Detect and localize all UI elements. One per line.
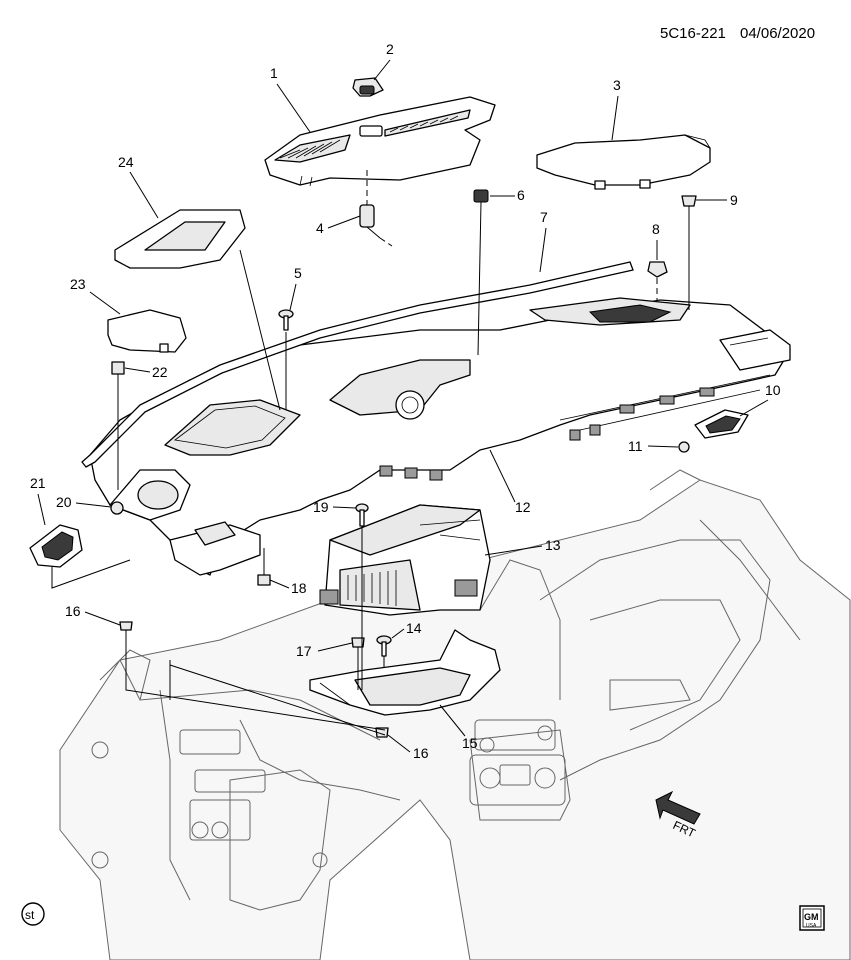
svg-text:5: 5 <box>294 265 302 281</box>
svg-text:USA: USA <box>806 923 817 929</box>
svg-text:16: 16 <box>413 745 429 761</box>
svg-text:4: 4 <box>316 220 324 236</box>
svg-text:20: 20 <box>56 494 72 510</box>
callout-23: 23 <box>70 276 121 315</box>
callout-19: 19 <box>313 499 357 515</box>
callout-3: 3 <box>611 77 621 141</box>
svg-text:17: 17 <box>296 643 312 659</box>
svg-text:18: 18 <box>291 580 307 596</box>
svg-text:23: 23 <box>70 276 86 292</box>
svg-text:3: 3 <box>613 77 621 93</box>
svg-text:1: 1 <box>270 65 278 81</box>
callout-18: 18 <box>269 579 307 596</box>
instrument-panel-upper-cover <box>536 134 711 190</box>
callout-14: 14 <box>391 620 422 639</box>
air-outlet-vent-right <box>694 409 749 439</box>
sensor-wire-harness <box>359 170 393 247</box>
hvac-module <box>319 504 491 616</box>
svg-text:11: 11 <box>628 438 643 454</box>
callout-16a: 16 <box>65 603 121 626</box>
callout-12: 12 <box>489 449 531 515</box>
callout-7: 7 <box>539 209 548 273</box>
svg-text:6: 6 <box>517 187 525 203</box>
assembly-leaders <box>125 201 482 736</box>
instrument-panel-carrier-ghost <box>59 469 851 960</box>
callout-13: 13 <box>484 537 561 556</box>
screw-19 <box>355 503 369 690</box>
svg-text:10: 10 <box>765 382 781 398</box>
diagram-code: 5C16-221 <box>660 25 726 42</box>
callout-24: 24 <box>118 154 159 219</box>
callout-15: 15 <box>439 704 478 751</box>
svg-text:13: 13 <box>545 537 561 553</box>
svg-text:19: 19 <box>313 499 329 515</box>
callout-11: 11 <box>628 438 679 454</box>
air-outlet-vent-left <box>29 524 131 589</box>
gm-logo: GM USA <box>799 905 825 931</box>
display-bezel <box>114 209 281 411</box>
push-nut <box>647 261 668 300</box>
callout-21: 21 <box>30 475 46 526</box>
svg-text:16: 16 <box>65 603 81 619</box>
screw-11 <box>678 441 690 453</box>
callout-6: 6 <box>490 187 525 203</box>
screw-20 <box>110 501 124 515</box>
center-stack-controls-ghost <box>179 719 566 841</box>
callout-22: 22 <box>124 364 168 380</box>
retainer-clip-16a <box>119 621 133 631</box>
svg-text:8: 8 <box>652 221 660 237</box>
svg-text:22: 22 <box>152 364 168 380</box>
svg-text:21: 21 <box>30 475 46 491</box>
svg-text:2: 2 <box>386 41 394 57</box>
callout-8: 8 <box>652 221 660 260</box>
cluster-end-cap <box>107 309 187 353</box>
callout-10: 10 <box>739 382 781 417</box>
retainer-clip-17 <box>351 637 365 690</box>
svg-text:24: 24 <box>118 154 134 170</box>
svg-text:12: 12 <box>515 499 531 515</box>
st-stamp: st <box>21 902 45 926</box>
callout-17: 17 <box>296 642 353 659</box>
callout-16b: 16 <box>387 734 429 761</box>
retainer-clip <box>473 189 489 203</box>
sunload-sensor <box>352 77 384 97</box>
defroster-grille-panel <box>264 96 496 187</box>
screw <box>278 309 294 410</box>
windshield-garnish-molding <box>81 261 634 468</box>
instrument-panel-upper-trim <box>89 297 791 576</box>
svg-text:15: 15 <box>462 735 478 751</box>
retainer-clip-22 <box>111 361 125 490</box>
callout-5: 5 <box>289 265 302 311</box>
callout-20: 20 <box>56 494 112 510</box>
callout-2: 2 <box>373 41 394 81</box>
callout-9: 9 <box>696 192 738 208</box>
svg-text:9: 9 <box>730 192 738 208</box>
mounting-bracket <box>309 629 501 716</box>
retainer-clip-18 <box>257 548 271 586</box>
svg-text:GM: GM <box>804 912 819 922</box>
retainer-clip-9 <box>681 195 697 310</box>
callout-1: 1 <box>270 65 311 133</box>
svg-text:7: 7 <box>540 209 548 225</box>
svg-text:14: 14 <box>406 620 422 636</box>
callout-4: 4 <box>316 215 361 236</box>
diagram-date: 04/06/2020 <box>740 25 815 42</box>
svg-text:st: st <box>25 908 35 922</box>
